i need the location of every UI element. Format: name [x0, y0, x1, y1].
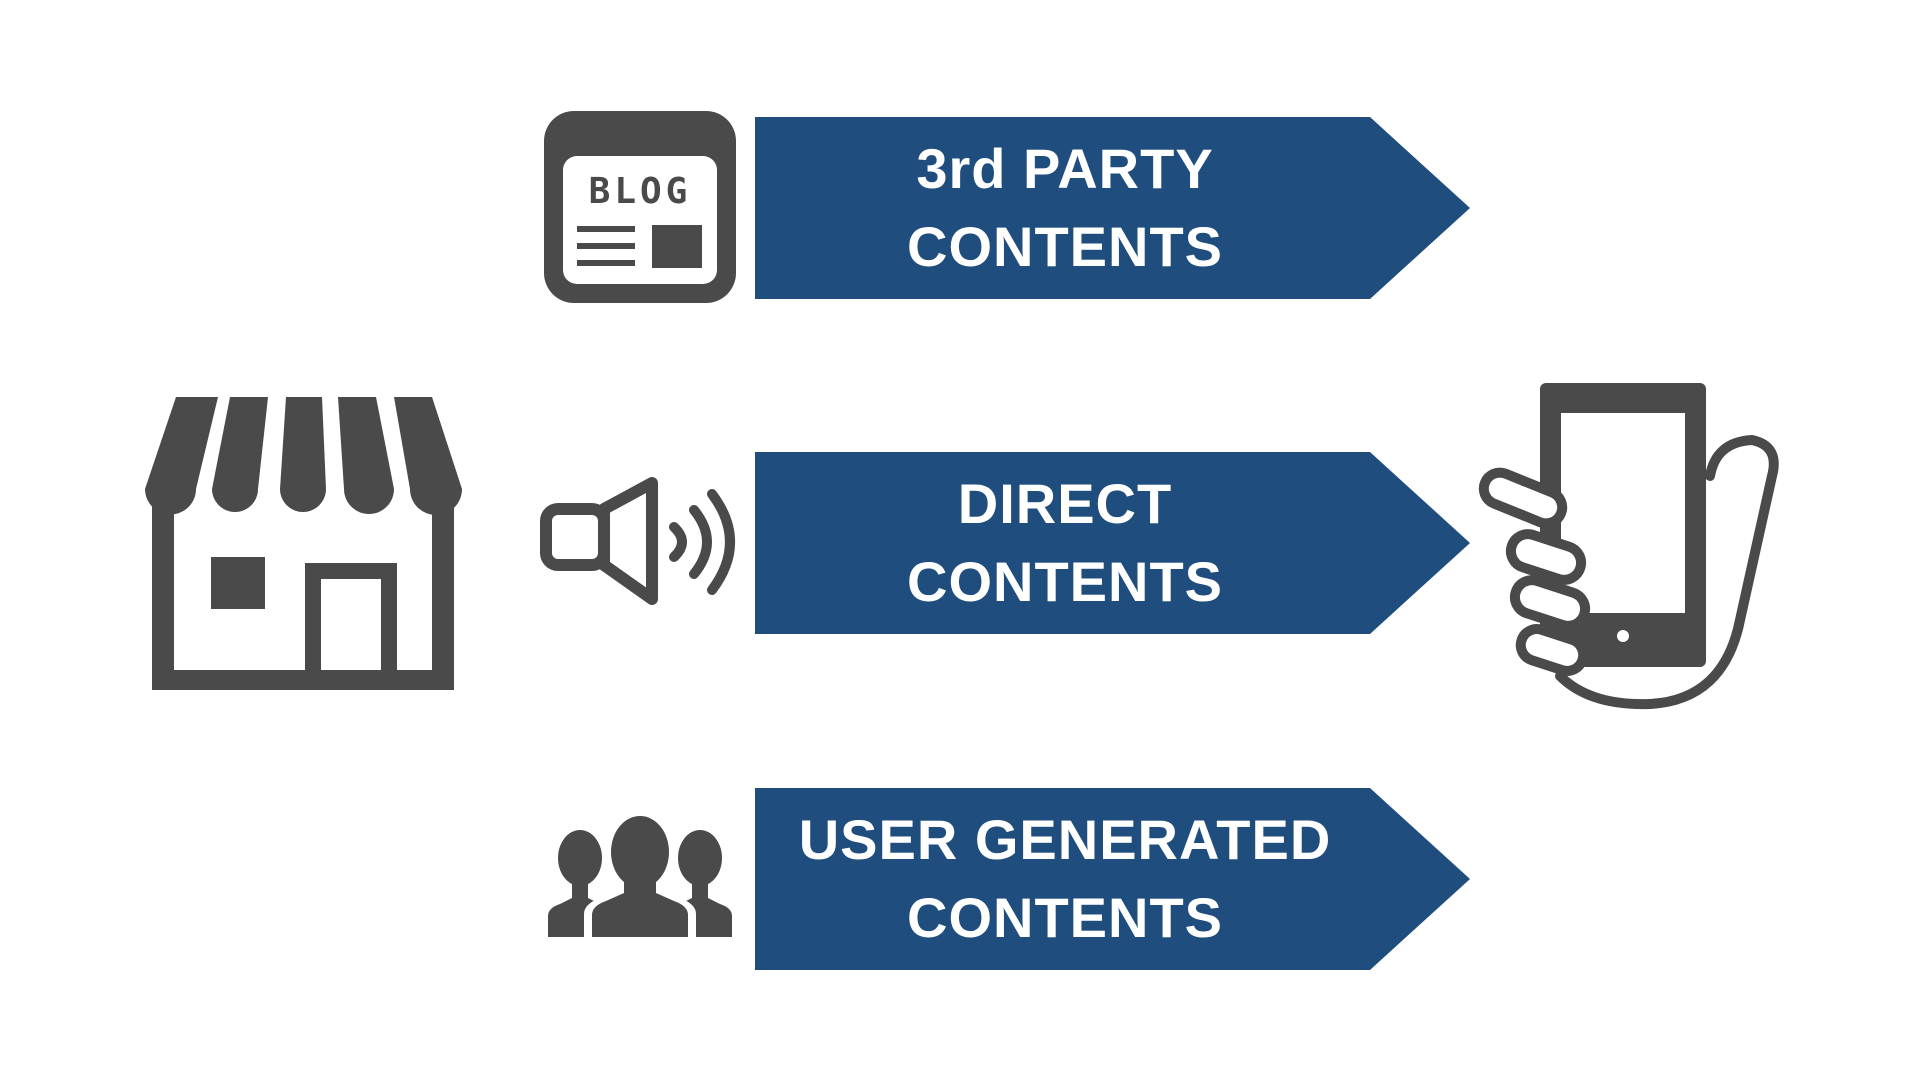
channel-label-line2: CONTENTS	[907, 215, 1223, 278]
arrow-banner-3rd-party	[755, 117, 1470, 299]
channel-label-3rd-party: 3rd PARTY CONTENTS	[755, 117, 1375, 299]
storefront-icon	[145, 397, 462, 690]
channel-label-line1: DIRECT	[957, 472, 1173, 535]
channel-label-line1: USER GENERATED	[798, 808, 1332, 871]
smartphone-in-hand-icon	[1478, 383, 1779, 710]
arrow-banner-direct	[755, 452, 1470, 634]
channel-label-line1: 3rd PARTY	[916, 137, 1214, 200]
blog-icon: BLOG	[544, 111, 736, 303]
megaphone-icon	[540, 477, 735, 605]
channel-label-line2: CONTENTS	[907, 550, 1223, 613]
channel-label-user-generated: USER GENERATED CONTENTS	[755, 788, 1375, 970]
arrow-banner-user-generated	[755, 788, 1470, 970]
blog-icon-text: BLOG	[589, 171, 692, 212]
user-group-icon	[548, 810, 732, 942]
channel-label-line2: CONTENTS	[907, 886, 1223, 949]
channel-label-direct: DIRECT CONTENTS	[755, 452, 1375, 634]
